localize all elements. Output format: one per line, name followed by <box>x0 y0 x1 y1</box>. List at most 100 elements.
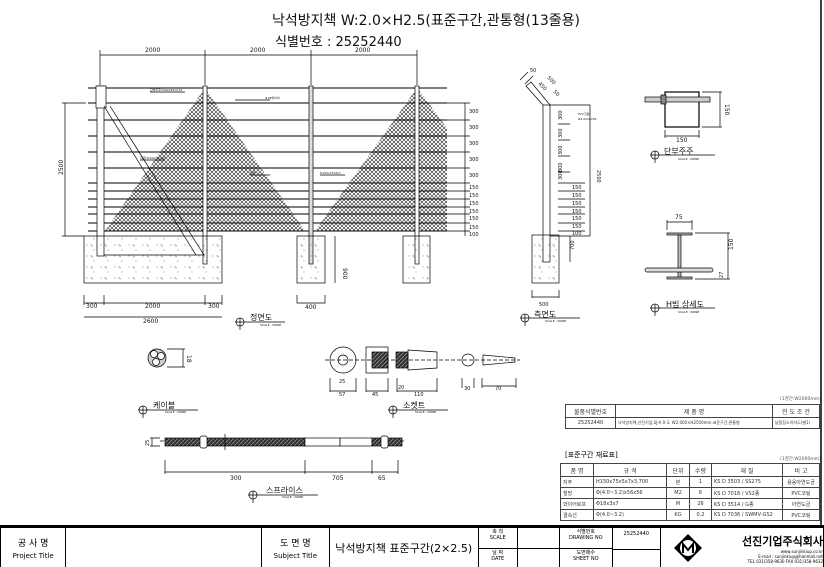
table-header-row: 물품식별번호 제 품 명 인 도 조 건 <box>565 404 820 418</box>
dim-label: 50 <box>530 68 536 74</box>
dim-label: 150 <box>676 137 688 144</box>
project-title-value <box>66 528 263 567</box>
table-cell: Φ(4.0~3.2)x56x56 <box>593 487 667 499</box>
table-row: 25252440 낙석방지책,선진기업,SJ-A 0-3, W2,000×H25… <box>565 417 820 429</box>
dim-label: 300 <box>469 109 479 115</box>
label-ko: 날 짜 <box>492 549 504 556</box>
dim-label: 300 <box>558 162 564 172</box>
dim-label: 2000 <box>145 303 160 310</box>
label-ko: 축 척 <box>492 529 504 535</box>
dim-label: 110 <box>414 392 424 398</box>
table-cell: KS D 3514 / G종 <box>711 498 783 510</box>
hbeam-detail <box>644 220 730 316</box>
table-cell: M <box>666 498 690 510</box>
company-logo-icon <box>673 534 702 562</box>
dim-label: 2000 <box>250 47 265 54</box>
dim-label: 27 <box>719 272 725 278</box>
table-cell: KS D 7018 / VS2종 <box>711 487 783 499</box>
dim-label: 75 <box>675 214 683 221</box>
scale-note: SCALE : NONE <box>678 157 699 161</box>
company-email: E-mail : sunjinkiup@hanmail.net <box>758 553 823 559</box>
scale-note: SCALE : NONE <box>282 495 303 499</box>
label-ko: 도 면 명 <box>280 539 311 549</box>
dim-label: 45 <box>372 392 378 398</box>
callout: H150x75x5x7 <box>320 171 341 175</box>
socket-labels: 25 57 45 20 110 30 70 소켓트 SCALE : NONE <box>339 379 501 414</box>
dim-label: 150 <box>572 224 582 230</box>
view-label: H빔 상세도 <box>666 299 704 309</box>
table-cell: M2 <box>666 487 690 499</box>
side-view <box>519 71 591 326</box>
table-cell: 아연도금 <box>782 498 820 510</box>
project-title-label: 공 사 명 Project Title <box>1 528 67 567</box>
header-cell: 단위 <box>666 463 690 477</box>
dim-label: 300 <box>86 303 98 310</box>
dim-label: 150 <box>469 193 479 199</box>
dim-label: 400 <box>305 304 317 311</box>
view-label: 정면도 <box>250 312 272 322</box>
dim-label: 300 <box>558 128 564 138</box>
table-cell: 결속선 <box>560 509 594 521</box>
callout: 철망 <box>250 170 256 175</box>
dim-label: 100 <box>572 231 582 237</box>
dim-label: 300 <box>469 157 479 163</box>
dim-label: 705 <box>332 475 344 482</box>
view-label: 측면도 <box>534 309 556 319</box>
label-en: SHEET NO <box>572 555 599 562</box>
dim-label: 150 <box>572 209 582 215</box>
subject-title-value: 낙석방지책 표준구간(2×2.5) <box>330 528 479 567</box>
dim-label: 150 <box>723 104 730 116</box>
table-cell: PVC코팅 <box>782 509 820 521</box>
splice-labels: 25 300 705 65 스프라이스 SCALE : NONE <box>145 440 386 499</box>
dim-label: 300 <box>469 125 479 131</box>
dim-label: 150 <box>469 216 479 222</box>
table-cell: 와이어로프 <box>560 498 594 510</box>
dim-label: 450 <box>537 81 548 92</box>
id-table: 물품식별번호 제 품 명 인 도 조 건 25252440 낙석방지책,선진기업… <box>565 404 820 429</box>
header-cell: 물품식별번호 <box>565 404 616 418</box>
splice-detail <box>150 434 405 503</box>
front-view <box>62 50 470 330</box>
view-label: 단부주주 <box>664 146 693 156</box>
header-cell: 품 명 <box>560 463 594 477</box>
material-table-unit: (1경간:W2000mm) <box>780 457 821 462</box>
dim-label: 300 <box>208 303 220 310</box>
label-en: Subject Title <box>273 552 318 560</box>
dim-label: 300 <box>469 141 479 147</box>
label-en: DATE <box>491 555 505 562</box>
scale-note: SCALE : NONE <box>260 323 281 327</box>
dim-label: 150 <box>572 201 582 207</box>
front-view-labels: 2000 2000 2000 2500 900 400 300 2000 300… <box>58 47 479 327</box>
side-view-labels: 50 500 450 50 PVC코팅 #4.0x56x56 300 300 3… <box>530 68 601 323</box>
scale-note: SCALE : NONE <box>165 410 186 414</box>
header-cell: 비 고 <box>782 463 820 477</box>
dim-label: 57 <box>339 392 345 398</box>
socket-detail <box>325 346 520 418</box>
scale-note: SCALE : NONE <box>545 319 566 323</box>
scale-note: SCALE : NONE <box>678 310 699 314</box>
drawing-number: 25252440 <box>612 528 660 550</box>
table-cell: Φ(4.0~3.2) <box>593 509 667 521</box>
subject-title-label: 도 면 명 Subject Title <box>262 528 330 567</box>
callout: 지주H150x75x5x7 <box>140 155 167 160</box>
label-ko: 공 사 명 <box>17 539 49 549</box>
table-cell: 26 <box>689 498 712 510</box>
dim-label: 500 <box>546 75 557 86</box>
end-post-detail <box>644 91 722 163</box>
dim-label: 18 <box>185 355 192 363</box>
dim-label: 65 <box>378 475 386 482</box>
drawing-title: 낙석방지책 W:2.0×H2.5(표준구간,관통형(13줄용) <box>272 13 580 29</box>
table-cell: KS D 3503 / SS275 <box>711 476 783 488</box>
end-post-labels: 150 150 단부주주 SCALE : NONE <box>664 104 730 161</box>
header-cell: 인 도 조 건 <box>772 404 820 418</box>
label-en: DRAWING NO <box>568 535 603 541</box>
header-cell: 규 격 <box>593 463 667 477</box>
dim-label: 100 <box>469 232 479 238</box>
view-label: 케이블 <box>153 400 175 410</box>
table-cell: 용융아연도금 <box>782 476 820 488</box>
